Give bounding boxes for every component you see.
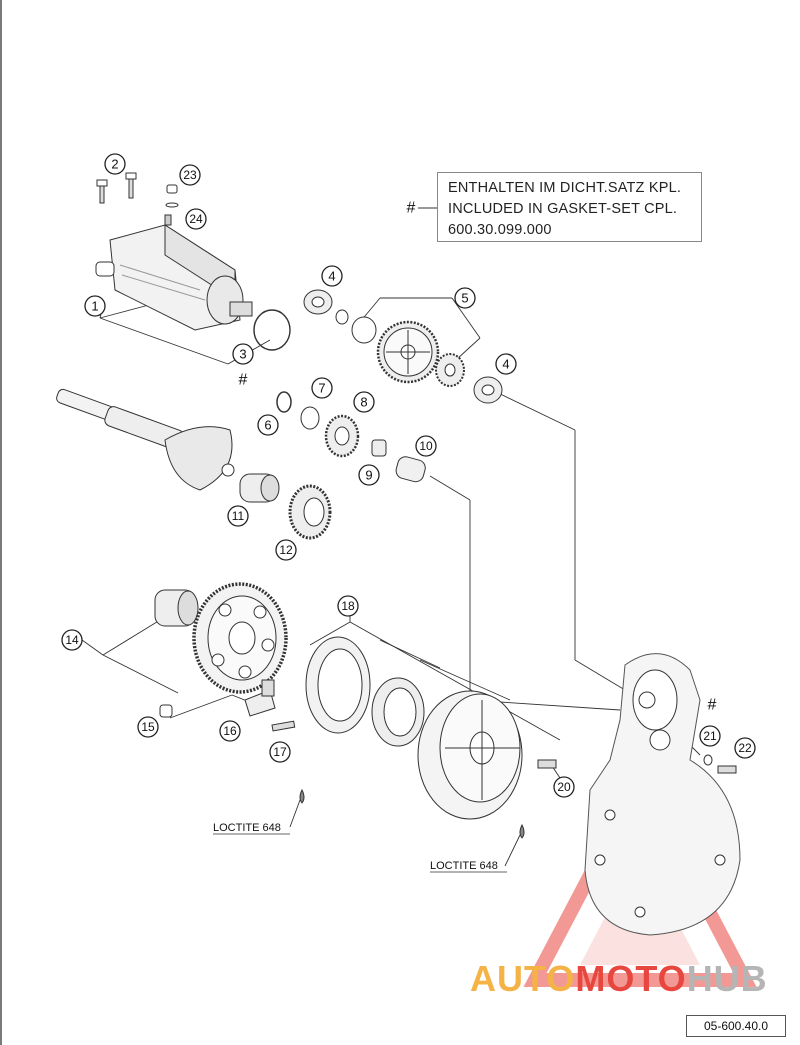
- callout-circle-6: [257, 414, 279, 436]
- note-line-1: ENTHALTEN IM DICHT.SATZ KPL.: [448, 180, 682, 196]
- callout-circle-1: [84, 295, 106, 317]
- callout-circle-2: [104, 153, 126, 175]
- callout-circle-3: [232, 343, 254, 365]
- callout-18: 18: [341, 599, 355, 613]
- circlip-part-6: [276, 391, 292, 413]
- callout-circle-16: [219, 720, 241, 742]
- callout-10: 10: [419, 439, 433, 453]
- callout-circle-4a: [321, 265, 343, 287]
- callout-circle-11: [227, 505, 249, 527]
- callout-20: 20: [557, 780, 571, 794]
- callout-8: 8: [360, 395, 367, 410]
- callout-circle-8: [353, 391, 375, 413]
- callout-22: 22: [738, 741, 752, 755]
- o-ring-part-3: [253, 309, 291, 351]
- gear-part-8: [324, 414, 360, 458]
- page-frame-left: [0, 0, 2, 1045]
- watermark-text: AUTOMOTOHUB: [470, 958, 768, 1000]
- loctite-drop-left: [299, 788, 305, 804]
- callout-5: 5: [461, 291, 468, 306]
- hash-mark-note: #: [407, 200, 416, 217]
- large-gear-part: [192, 582, 288, 694]
- callout-circle-14: [61, 629, 83, 651]
- callout-11: 11: [232, 509, 245, 523]
- crankshaft-part: [56, 388, 235, 491]
- callout-12: 12: [279, 543, 293, 557]
- bracket-part-16: [244, 679, 276, 717]
- callout-17: 17: [273, 745, 287, 759]
- callout-circle-12: [275, 539, 297, 561]
- bearing-part-4-upper: [303, 289, 333, 315]
- pinion-part-5: [435, 353, 465, 387]
- callout-4a: 4: [328, 269, 335, 284]
- callout-14: 14: [65, 633, 79, 647]
- sleeve-part-10: [395, 456, 426, 483]
- loctite-label-right: LOCTITE 648: [430, 860, 498, 872]
- callout-3: 3: [239, 347, 246, 362]
- callout-circle-15: [137, 716, 159, 738]
- washer-part: [335, 309, 349, 325]
- callout-circle-22: [734, 737, 756, 759]
- screw-part-22: [717, 765, 737, 774]
- callout-16: 16: [223, 724, 237, 738]
- callout-circle-9: [358, 464, 380, 486]
- callout-7: 7: [318, 381, 325, 396]
- note-line-3: 600.30.099.000: [448, 222, 552, 238]
- loctite-drop-right: [519, 823, 525, 839]
- watermark-auto: AUTO: [470, 958, 576, 999]
- callout-circle-4b: [495, 353, 517, 375]
- gear-part-5: [376, 320, 440, 384]
- callout-23: 23: [183, 168, 197, 182]
- nut-part-23: [164, 184, 179, 226]
- flywheel-seal-part-18: [305, 636, 371, 734]
- engine-cover-part: [584, 653, 741, 936]
- rotor-part-18: [417, 690, 523, 820]
- bolt-part-2: [96, 172, 137, 204]
- note-line-2: INCLUDED IN GASKET-SET CPL.: [448, 201, 678, 217]
- washer-part-21: [703, 754, 713, 766]
- callout-15: 15: [141, 720, 155, 734]
- washer-large-part: [351, 316, 377, 344]
- pin-part-15: [159, 704, 173, 718]
- bushing-part-9: [371, 439, 387, 457]
- callout-9: 9: [365, 468, 372, 483]
- washer-part-7: [300, 406, 320, 430]
- callouts: [61, 153, 756, 798]
- gasket-set-note: ENTHALTEN IM DICHT.SATZ KPL. INCLUDED IN…: [437, 172, 702, 242]
- callout-4b: 4: [502, 357, 509, 372]
- callout-circle-7: [311, 377, 333, 399]
- drawing-reference-number: 05-600.40.0: [686, 1015, 786, 1037]
- callout-circle-10: [415, 435, 437, 457]
- bolt-part-20: [537, 759, 557, 769]
- screw-part-17: [271, 720, 296, 732]
- hash-mark-3: #: [239, 372, 248, 389]
- starter-motor-part-1: [95, 224, 253, 331]
- needle-bearing-part-11: [239, 473, 280, 503]
- callout-circle-5: [454, 287, 476, 309]
- callout-21: 21: [703, 729, 717, 743]
- ring-part-18: [371, 677, 425, 747]
- callout-circle-23: [179, 164, 201, 186]
- callout-6: 6: [264, 418, 271, 433]
- callout-circle-21: [699, 725, 721, 747]
- callout-1: 1: [91, 299, 98, 314]
- bearing-part-4-right: [473, 376, 503, 404]
- callout-2: 2: [111, 157, 118, 172]
- hash-mark-21: #: [708, 697, 717, 714]
- needle-bearing-part-14: [154, 589, 199, 627]
- watermark-hub: HUB: [686, 958, 768, 999]
- callout-circle-24: [185, 208, 207, 230]
- gear-part-12: [288, 484, 332, 540]
- watermark-moto: MOTO: [575, 958, 687, 999]
- callout-24: 24: [189, 212, 203, 226]
- callout-circle-18: [337, 595, 359, 617]
- callout-circle-17: [269, 741, 291, 763]
- loctite-label-left: LOCTITE 648: [213, 822, 281, 834]
- callout-circle-20: [553, 776, 575, 798]
